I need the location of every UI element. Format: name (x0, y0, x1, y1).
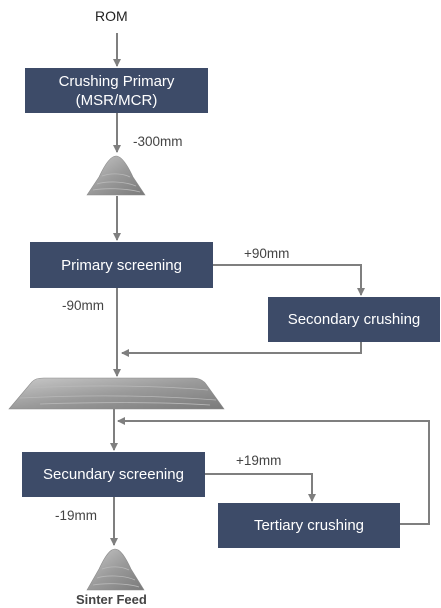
arrow-oversize-19-to-tertiary-crushing (205, 473, 316, 502)
size-300mm-label: -300mm (133, 134, 183, 149)
arrow-secondary-crushing-return (121, 342, 362, 357)
primary-crushing-sublabel: (MSR/MCR) (75, 91, 158, 109)
primary-crushing-label: Crushing Primary (58, 72, 175, 90)
tertiary-crushing-label: Tertiary crushing (253, 517, 365, 534)
oversize-19mm-label: +19mm (236, 453, 282, 468)
sinter-feed-label: Sinter Feed (76, 592, 147, 607)
flat-stockpile-icon (8, 377, 225, 410)
secondary-screening-label: Secundary screening (43, 466, 184, 483)
undersize-19mm-label: -19mm (55, 508, 98, 523)
primary-screening-label: Primary screening (61, 256, 182, 274)
arrow-tertiary-crushing-recycle (117, 417, 430, 525)
stockpile-icon (86, 155, 146, 196)
tertiary-crushing-box: Tertiary crushing (218, 503, 400, 548)
sinter-feed-pile-icon (86, 548, 145, 591)
secondary-screening-box: Secundary screening (22, 452, 205, 497)
primary-crushing-box: Crushing Primary (MSR/MCR) (25, 68, 208, 113)
secondary-crushing-label: Secondary crushing (287, 311, 421, 328)
arrow-oversize-90-to-secondary-crushing (213, 264, 365, 296)
secondary-crushing-box: Secondary crushing (268, 297, 440, 342)
undersize-90mm-label: -90mm (62, 298, 105, 313)
oversize-90mm-label: +90mm (244, 246, 290, 261)
primary-screening-box: Primary screening (30, 242, 213, 288)
rom-label: ROM (95, 8, 128, 24)
